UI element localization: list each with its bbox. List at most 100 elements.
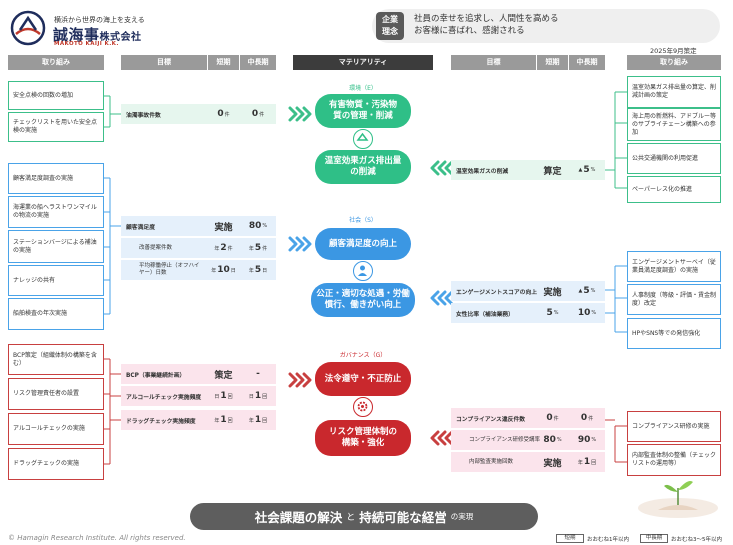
banner-text: の実現 bbox=[450, 512, 474, 521]
company-roman-name: MAKOTO KAIJI K.K. bbox=[54, 41, 119, 47]
col-header-goals-right: 目標 bbox=[451, 55, 536, 70]
value-number: 80 bbox=[543, 435, 556, 445]
initiative-social-left: 船舶検査の年次実施 bbox=[8, 298, 104, 330]
initiative-gov-left: アルコールチェックの実施 bbox=[8, 413, 104, 445]
initiative-gov-left: BCP策定（組織体制の構築を含む） bbox=[8, 344, 104, 375]
materiality-label: 温室効果ガス排出量の削減 bbox=[324, 156, 402, 177]
goal-mid-value: - bbox=[256, 369, 260, 379]
banner-text: 持続可能な経営 bbox=[359, 510, 447, 525]
value-prefix: 年 bbox=[214, 245, 220, 252]
value-unit: % bbox=[556, 437, 562, 443]
value-prefix: ▲ bbox=[578, 288, 583, 294]
goal-mid-value: 90% bbox=[569, 430, 605, 450]
goal-title: アルコールチェック実施頻度 bbox=[126, 394, 202, 401]
initiative-env-left: チェックリストを用いた安全点検の実施 bbox=[8, 112, 104, 142]
value-number: 1 bbox=[254, 391, 262, 401]
col-header-short-right: 短期 bbox=[537, 55, 568, 70]
initiative-social-right: 人事制度（等級・評価・賃金制度）改定 bbox=[627, 284, 721, 315]
goal-mid-value: 10% bbox=[569, 303, 605, 323]
value-number: 2 bbox=[220, 243, 227, 253]
value-unit: 回 bbox=[591, 459, 597, 466]
value-number: 10 bbox=[577, 308, 591, 318]
materiality-item-env: 有害物質・汚染物質の管理・削減 bbox=[315, 94, 411, 128]
value-unit: % bbox=[553, 310, 559, 316]
materiality-label: リスク管理体制の構築・強化 bbox=[328, 427, 397, 448]
goal-short-value: 策定 bbox=[214, 370, 233, 381]
value-number: 0 bbox=[580, 413, 588, 423]
col-header-mid-left: 中長期 bbox=[240, 55, 276, 70]
goal-subrow-social-left: 改善提案件数 bbox=[121, 238, 276, 258]
initiative-social-left: 海運業の船ヘラストワンマイルの物流の実施 bbox=[8, 196, 104, 228]
materiality-item-gov: リスク管理体制の構築・強化 bbox=[315, 420, 411, 456]
copyright: © Hamagin Research Institute. All rights… bbox=[8, 534, 186, 542]
value-number: 5 bbox=[254, 265, 262, 275]
gear-icon bbox=[353, 397, 373, 417]
philosophy-line: 社員の幸せを追求し、人間性を高める bbox=[414, 14, 559, 24]
value-number: 1 bbox=[220, 415, 227, 425]
value-unit: 件 bbox=[588, 415, 594, 422]
initiative-social-right: HPやSNS等での発信強化 bbox=[627, 318, 721, 349]
goal-short-value: 5% bbox=[537, 303, 568, 323]
legend-chip-mid: 中長期 bbox=[640, 534, 668, 543]
value-unit: 件 bbox=[553, 415, 559, 422]
initiative-env-right: 海上用の新燃料、アドブルー等のサプライチェーン構築への参加 bbox=[627, 108, 721, 141]
goal-row-gov-left: BCP（事業継続計画） bbox=[121, 364, 276, 384]
materiality-label: 法令遵守・不正防止 bbox=[324, 373, 402, 384]
goal-row-social-left: 顧客満足度 bbox=[121, 216, 276, 236]
value-number: 5 bbox=[583, 286, 590, 296]
value-unit: % bbox=[590, 288, 596, 294]
materiality-item-env: 温室効果ガス排出量の削減 bbox=[315, 150, 411, 184]
goal-row-gov-left: アルコールチェック実施頻度 bbox=[121, 386, 276, 406]
goal-sub-title: 内部監査実施回数 bbox=[469, 458, 514, 465]
materiality-label: 公正・適切な処遇・労働慣行、働きがい向上 bbox=[316, 289, 410, 310]
goal-subrow-gov-right: コンプライアンス研修受講率 bbox=[451, 430, 605, 450]
value-number: 5 bbox=[254, 243, 262, 253]
goal-title: コンプライアンス違反件数 bbox=[456, 416, 526, 423]
legend-text-mid: おおむね3～5年以内 bbox=[671, 537, 722, 543]
value-unit: % bbox=[591, 310, 597, 316]
value-unit: 件 bbox=[262, 245, 268, 252]
value-number: 1 bbox=[254, 415, 262, 425]
company-name: 誠海事株式会社 bbox=[53, 24, 142, 45]
goal-title: 顧客満足度 bbox=[126, 224, 155, 231]
value-number: 5 bbox=[546, 308, 553, 318]
category-label-social: 社会（S） bbox=[349, 217, 377, 224]
value-unit: 日 bbox=[262, 267, 268, 274]
goal-row-social-right: エンゲージメントスコアの向上 bbox=[451, 281, 605, 301]
value-prefix: 年 bbox=[248, 245, 254, 252]
value-number: 90 bbox=[577, 435, 591, 445]
col-header-mid-right: 中長期 bbox=[569, 55, 605, 70]
goal-banner: 社会課題の解決 と 持続可能な経営 の実現 bbox=[190, 503, 538, 530]
initiative-env-right: 公共交通機関の利用促進 bbox=[627, 143, 721, 174]
value-number: 10 bbox=[217, 265, 230, 275]
value-unit: 日 bbox=[230, 267, 236, 274]
company-name-main: 誠海事 bbox=[53, 26, 100, 44]
initiative-gov-right: コンプライアンス研修の実施 bbox=[627, 411, 721, 442]
date-label: 2025年9月策定 bbox=[650, 47, 697, 55]
initiative-social-left: 顧客満足度調査の実施 bbox=[8, 163, 104, 194]
goal-mid-value: 80% bbox=[240, 216, 276, 236]
materiality-item-gov: 法令遵守・不正防止 bbox=[315, 362, 411, 396]
goal-title: エンゲージメントスコアの向上 bbox=[456, 289, 538, 296]
goal-short-value: 実施 bbox=[214, 222, 233, 233]
col-header-initiatives-right: 取り組み bbox=[627, 55, 721, 70]
legend-text-short: おおむね1年以内 bbox=[587, 537, 629, 543]
value-prefix: 年 bbox=[214, 417, 220, 424]
company-name-suffix: 株式会社 bbox=[99, 32, 142, 43]
value-unit: 件 bbox=[227, 245, 233, 252]
philosophy-banner bbox=[372, 9, 720, 43]
initiative-social-left: ナレッジの共有 bbox=[8, 265, 104, 296]
col-header-short-left: 短期 bbox=[208, 55, 239, 70]
value-prefix: 日 bbox=[248, 393, 254, 400]
company-logo-mark bbox=[10, 10, 46, 46]
goal-mid-value: ▲5% bbox=[569, 160, 605, 180]
